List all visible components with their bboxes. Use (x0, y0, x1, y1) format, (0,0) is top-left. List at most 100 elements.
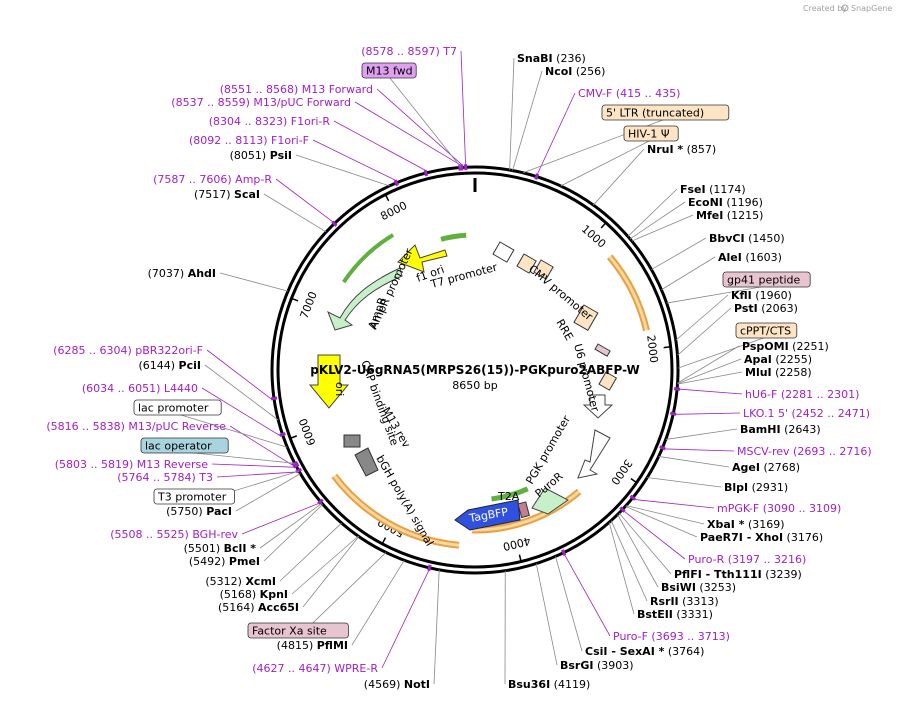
leader-13 (665, 428, 738, 440)
wpre-arc-inner (472, 490, 581, 532)
primer-label: mPGK-F (3090 .. 3109) (717, 502, 841, 515)
leader-2 (593, 148, 645, 206)
feature-label: RRE (553, 317, 575, 343)
primer-leader-17 (635, 499, 715, 509)
site-label: BlpI (2931) (724, 481, 788, 494)
primer-mark-16 (659, 445, 666, 451)
leader-22 (555, 556, 583, 652)
site-label: EcoNI (1196) (688, 196, 763, 209)
feature-block (492, 241, 515, 263)
leader-12 (677, 371, 743, 385)
primer-mark-17 (629, 494, 637, 501)
leader-11 (677, 358, 742, 385)
primer-label: (6285 .. 6304) pBR322ori-F (53, 344, 203, 357)
site-label: NcoI (256) (545, 65, 605, 78)
leader-16 (626, 505, 705, 525)
primer-leader-19 (564, 555, 611, 637)
leader-32 (235, 473, 301, 512)
feature-box (735, 322, 798, 339)
leader-26 (351, 560, 405, 646)
primer-label: (8092 .. 8113) F1ori-F (189, 134, 309, 147)
primer-label: hU6-F (2281 .. 2301) (745, 388, 859, 401)
site-label: ApaI (2255) (744, 353, 812, 366)
tick-4000 (518, 554, 522, 562)
leader-18 (618, 512, 672, 575)
backbone-inner (276, 171, 674, 569)
box-leader-4 (677, 336, 767, 369)
primer-leader-5 (275, 178, 333, 222)
site-label: (5492) PmeI (189, 555, 260, 568)
primer-leader-3 (333, 120, 426, 171)
feature-box (601, 104, 730, 121)
primer-label: (5803 .. 5819) M13 Reverse (55, 458, 208, 471)
site-labels: SnaBI (236)NcoI (256)NruI * (857)FseI (1… (46, 45, 871, 691)
leader-3 (627, 188, 678, 237)
wpre-arc (607, 254, 650, 332)
feature-box-label: HIV-1 Ψ (628, 128, 670, 141)
site-label: PaeR7I - XhoI (3176) (700, 531, 823, 544)
site-label: KflI (1960) (731, 289, 792, 302)
green-arc (491, 486, 529, 502)
site-label: RsrII (3313) (650, 595, 719, 608)
leader-25 (433, 569, 440, 685)
green-arc (440, 232, 467, 242)
primer-leader-6 (206, 349, 272, 400)
feature-label: PGK promoter (523, 413, 573, 487)
tick-label-7000: 7000 (298, 290, 320, 321)
site-label: BamHI (2643) (740, 423, 821, 436)
leader-19 (617, 514, 659, 588)
leader-15 (647, 477, 722, 488)
green-arc (342, 233, 395, 284)
primer-label: (5816 .. 5838) M13/pUC Reverse (46, 420, 226, 433)
site-label: (8051) PsiI (230, 149, 292, 162)
tick-7000 (291, 297, 299, 302)
leader-33 (204, 364, 279, 421)
primer-mark-3 (423, 169, 428, 177)
feature-box-label: gp41 peptide (727, 274, 801, 287)
leader-20 (610, 520, 648, 602)
site-label: Bsu36I (4119) (508, 678, 590, 691)
feature-label: T2A (497, 490, 520, 503)
primer-leader-1 (376, 88, 462, 165)
primer-mark-8 (291, 460, 299, 467)
primer-mark-6 (270, 396, 278, 401)
feature-box-label: T3 promoter (157, 491, 227, 504)
primer-label: LKO.1 5' (2452 .. 2471) (743, 407, 870, 420)
feature-box (722, 271, 811, 288)
tick-6000 (289, 435, 298, 440)
feature-box-label: lac promoter (138, 402, 209, 415)
feature-box-label: cPPT/CTS (740, 325, 791, 338)
tagbfp-arrow (454, 499, 521, 531)
leader-lines (177, 50, 767, 685)
primer-leader-18 (624, 511, 686, 560)
site-label: BsrGI (3903) (560, 659, 634, 672)
leader-34 (219, 272, 289, 292)
feature-box-label: lac operator (145, 440, 212, 453)
feature-box (361, 62, 417, 79)
wpre-arc-inner (333, 474, 372, 513)
site-label: MfeI (1215) (696, 209, 763, 222)
primer-label: (7587 .. 7606) Amp-R (153, 173, 272, 186)
site-label: AleI (1603) (718, 251, 782, 264)
feature-block (573, 304, 599, 332)
f1-ori-arrow (397, 244, 448, 273)
leader-14 (658, 456, 730, 468)
site-label: BstEII (3331) (637, 608, 713, 621)
primer-mark-4 (393, 179, 399, 187)
leader-30 (263, 504, 324, 562)
leader-35 (263, 193, 327, 233)
leader-8 (675, 294, 729, 341)
lac-block (343, 434, 361, 448)
feature-box (153, 488, 235, 505)
leader-23 (535, 563, 558, 666)
site-label: (4815) PflMI (277, 639, 348, 652)
tick-5000 (381, 537, 387, 545)
primer-label: (5764 .. 5784) T3 (117, 471, 213, 484)
feature-block (533, 259, 554, 280)
box-leader-2 (560, 139, 652, 187)
tick-1000 (600, 222, 607, 229)
primer-leader-2 (354, 101, 460, 165)
site-label: (7037) AhdI (148, 267, 216, 280)
tick-label-3000: 3000 (608, 457, 635, 487)
